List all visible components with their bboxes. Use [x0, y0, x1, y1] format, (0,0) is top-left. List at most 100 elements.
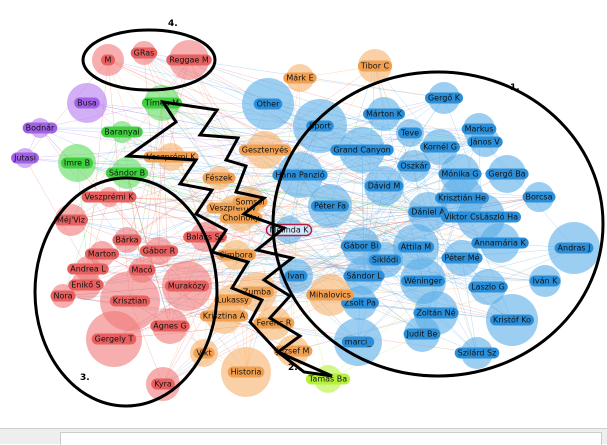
node-label-text: Baranyai	[104, 128, 140, 137]
node-label: Ivan	[284, 270, 308, 282]
node-label-text: Ferenc R	[257, 319, 292, 328]
node-label-text: Oszkár	[400, 162, 428, 171]
node-label: Historia	[227, 366, 265, 378]
node-label: Wéninger	[400, 275, 446, 287]
node-label-text: Márk E	[286, 74, 313, 83]
node-label-pill	[166, 54, 212, 66]
node-label: Oszkár	[397, 160, 431, 172]
node-label-pill	[112, 234, 142, 246]
node-label-pill	[461, 123, 497, 135]
node-label-pill	[130, 47, 158, 59]
node-label-pill	[489, 314, 535, 326]
network-edge	[108, 196, 365, 277]
node-label-text: Viktor CsLászló Ha	[444, 212, 518, 222]
node-label: Veszprémi K	[81, 191, 137, 203]
node-label: Reggae M	[166, 54, 212, 66]
node-label: Mihalovics	[306, 289, 354, 301]
node-label-text: Gergő Ba	[488, 170, 525, 179]
node-label-text: Gesztenyés	[242, 145, 288, 155]
network-edge	[126, 172, 143, 271]
node-label-text: Murakózy	[168, 281, 207, 291]
node-label-text: Melinda K	[269, 226, 309, 235]
node-label-pill	[214, 294, 252, 306]
node-label-text: Somsói	[235, 197, 264, 207]
node-label: Hana Panzió	[272, 169, 328, 181]
node-label-pill	[368, 254, 402, 266]
node-label: Gergely T	[91, 333, 137, 345]
node-label: Marton	[84, 248, 120, 260]
node-label-text: Ivan	[287, 272, 304, 281]
network-edge	[162, 322, 275, 385]
node-label-text: Macó	[131, 265, 152, 275]
node-label: Krisztián He	[435, 192, 489, 204]
node-label: Dániel A	[408, 206, 448, 218]
network-edge	[232, 207, 417, 248]
node-label: Murakózy	[164, 280, 210, 292]
node-label: Somsói	[232, 196, 268, 208]
group-3-number: 3.	[80, 373, 90, 383]
node-label: Grand Canyon	[330, 144, 394, 156]
node-label-text: Krisztian	[113, 297, 147, 306]
node-label-pill	[101, 126, 143, 138]
node-label: Macó	[128, 264, 156, 276]
node-label: Méj'Viz	[54, 214, 88, 226]
node-label-text: Enikő S	[71, 281, 101, 290]
node-label: Szilárd Sz	[454, 347, 500, 359]
node-label-pill	[283, 72, 317, 84]
network-edge	[76, 103, 269, 164]
node-label: GRas	[130, 47, 158, 59]
network-edge	[188, 59, 290, 231]
node-label-text: Gergely T	[95, 335, 134, 344]
node-label-pill	[68, 279, 104, 291]
node-label-text: Zumba	[243, 288, 271, 297]
network-edge	[108, 196, 290, 231]
node-label: Krisztina A	[199, 310, 249, 322]
node-label-pill	[54, 214, 88, 226]
node-label-pill	[105, 167, 149, 179]
node-label-text: Tímea M	[144, 99, 179, 108]
node-label-text: Péter Fa	[314, 201, 346, 211]
node-label-text: Krisztián He	[438, 194, 486, 203]
node-label-pill	[471, 237, 529, 249]
node-label-text: Kyra	[154, 380, 172, 389]
network-edge	[218, 177, 546, 282]
node-label-text: Dávid M	[368, 182, 401, 191]
network-edge	[141, 102, 163, 271]
node-label: Baranyai	[101, 126, 143, 138]
node-label-pill	[363, 108, 405, 120]
node-label-pill	[139, 245, 179, 257]
network-edge	[359, 247, 575, 304]
node-label-text: Veszprém V	[209, 203, 257, 213]
node-label-pill	[101, 54, 115, 66]
network-edge	[126, 59, 190, 241]
node-label-pill	[435, 192, 489, 204]
node-label-pill	[150, 320, 190, 332]
node-label: Fészek	[202, 172, 236, 184]
node-label-pill	[413, 307, 459, 319]
node-label-pill	[341, 336, 375, 348]
node-label-pill	[341, 297, 379, 309]
node-label-text: Laszlo G	[471, 283, 505, 292]
node-label: Ágnes G	[150, 320, 190, 332]
node-label-text: Méj'Viz	[57, 215, 85, 225]
group-3-circle	[33, 176, 219, 408]
node-label-text: Judit Be	[406, 330, 438, 339]
node-label-text: Péter Mé	[444, 253, 479, 263]
node-label-text: Nora	[53, 292, 72, 301]
node-label: Siklódi	[368, 254, 402, 266]
node-label: Annamária K	[471, 237, 529, 249]
network-edge	[188, 59, 486, 143]
node-label-text: Borcsa	[526, 193, 553, 202]
network-edge	[101, 253, 546, 282]
node-label-pill	[202, 172, 236, 184]
group-4-number: 4.	[168, 19, 178, 29]
node-label: Gesztenyés	[238, 144, 292, 156]
node-label-pill	[238, 144, 292, 156]
node-label: Gergő Ba	[485, 168, 529, 180]
network-edge	[76, 162, 160, 252]
node-label-text: Teve	[400, 129, 419, 138]
group-2-number: 2.	[288, 363, 298, 373]
node-label-pill	[408, 206, 448, 218]
network-edge	[299, 77, 445, 99]
